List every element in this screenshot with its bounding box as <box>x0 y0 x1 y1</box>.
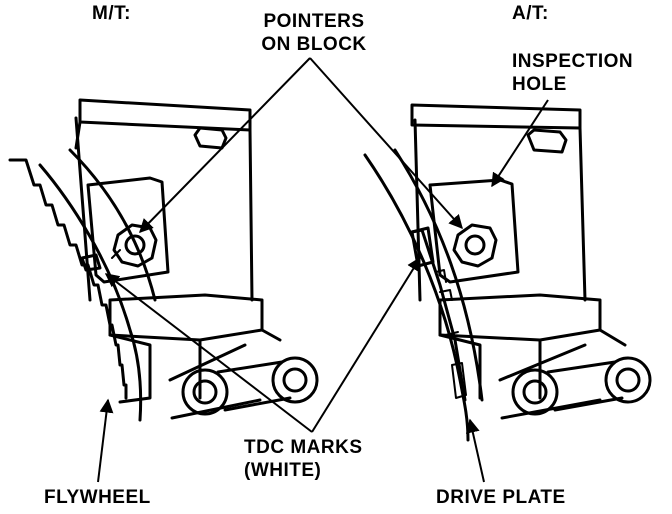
inspection-hole-label: INSPECTION HOLE <box>512 50 633 96</box>
mt-bolt <box>111 223 158 268</box>
tdc-marks-label: TDC MARKS (WHITE) <box>244 436 363 482</box>
mt-tdc-mark <box>80 253 102 272</box>
flywheel-shape <box>8 148 157 422</box>
at-bolt <box>452 223 498 268</box>
pointers-label-line2: ON BLOCK <box>261 34 367 55</box>
pointers-label-line1: POINTERS <box>263 11 365 32</box>
inspection-label-line1: INSPECTION <box>512 51 634 72</box>
leader-lines <box>97 57 549 483</box>
inspection-label-line2: HOLE <box>512 74 567 95</box>
tdc-label-line1: TDC MARKS <box>244 437 363 458</box>
flywheel-label: FLYWHEEL <box>44 487 151 508</box>
at-label: A/T: <box>512 3 549 24</box>
mt-label: M/T: <box>92 3 131 24</box>
pointers-on-block-label: POINTERS ON BLOCK <box>244 10 384 56</box>
at-tdc-marks <box>410 226 467 399</box>
tdc-label-line2: (WHITE) <box>244 460 322 481</box>
mt-engine-block <box>74 98 319 420</box>
at-engine-block <box>410 103 652 420</box>
drive-plate-label: DRIVE PLATE <box>436 487 566 508</box>
